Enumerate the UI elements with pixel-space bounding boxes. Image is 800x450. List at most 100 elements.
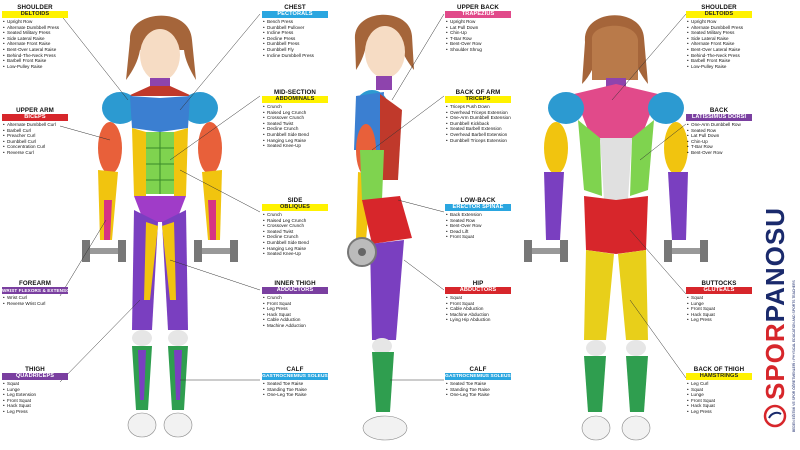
inner-thigh-adductors-label: INNER THIGH ADDUCTORS Crunch Front Squat… — [262, 280, 328, 329]
muscle-tag: OBLIQUES — [262, 204, 328, 211]
label-title: INNER THIGH — [274, 280, 316, 287]
label-title: SHOULDER — [17, 4, 53, 11]
back-figure — [524, 15, 708, 441]
exercise-item: One-Arm Dumbbell Row — [686, 122, 752, 128]
label-title: LOW-BACK — [460, 197, 496, 204]
exercise-item: Front Squat — [262, 301, 328, 307]
exercise-list: Crunch Front Squat Leg Press Hack Squat … — [262, 295, 328, 329]
exercise-item: Front Squat — [686, 398, 752, 404]
exercise-item: Barbell Curl — [2, 128, 68, 134]
exercise-list: Upright Row Alternate Dumbbell Press Sea… — [686, 19, 752, 69]
exercise-item: Seated Knee-Up — [262, 251, 328, 257]
exercise-item: Reverse Wrist Curl — [2, 301, 68, 307]
exercise-item: Standing Toe Raise — [262, 387, 328, 393]
label-title: CALF — [286, 366, 304, 373]
label-title: HIP — [472, 280, 484, 287]
exercise-item: One-Leg Toe Raise — [445, 392, 511, 398]
hip-abductors-label: HIP ABDUCTORS Squat Front Squat Cable Ab… — [445, 280, 511, 323]
label-title: CHEST — [284, 4, 306, 11]
exercise-item: Seated Military Press — [686, 30, 752, 36]
exercise-item: Leg Press — [2, 409, 68, 415]
muscle-tag: HAMSTRINGS — [686, 373, 752, 380]
exercise-item: Decline Crunch — [262, 126, 328, 132]
label-title: BACK OF THIGH — [693, 366, 745, 373]
muscle-tag: BICEPS — [2, 114, 68, 121]
exercise-item: Barbell Front Raise — [2, 58, 68, 64]
exercise-item: Shoulder Shrug — [445, 47, 511, 53]
low-back-erector-spinae-label: LOW-BACK ERECTOR SPINAE Back Extension S… — [445, 197, 511, 240]
exercise-item: Upright Row — [445, 19, 511, 25]
exercise-item: Seated Barbell Extension — [445, 126, 511, 132]
label-title: SIDE — [287, 197, 303, 204]
exercise-item: Upright Row — [2, 19, 68, 25]
upper-arm-biceps-label: UPPER ARM BICEPS Alternate Dumbbell Curl… — [2, 107, 68, 156]
leader-lines — [59, 13, 687, 383]
exercise-item: Crossover Crunch — [262, 115, 328, 121]
exercise-list: Crunch Raised Leg Crunch Crossover Crunc… — [262, 104, 328, 149]
exercise-item: Overhead Barbell Extension — [445, 132, 511, 138]
exercise-item: Bent-Over Row — [686, 150, 752, 156]
muscle-tag: TRICEPS — [445, 96, 511, 103]
exercise-item: Dumbbell Kickback — [445, 121, 511, 127]
muscle-tag: TRAPEZIUS — [445, 11, 511, 18]
muscle-tag: ADDUCTORS — [262, 287, 328, 294]
exercise-item: Squat — [686, 295, 752, 301]
exercise-item: Raised Leg Crunch — [262, 218, 328, 224]
exercise-item: Reverse Curl — [2, 150, 68, 156]
exercise-item: Side Lateral Raise — [686, 36, 752, 42]
brand-logo-icon — [763, 404, 787, 428]
exercise-item: Dumbbell Side Bend — [262, 132, 328, 138]
exercise-item: T-Bar Row — [445, 36, 511, 42]
side-figure — [347, 14, 414, 441]
exercise-item: Dead Lift — [445, 229, 511, 235]
exercise-item: Concentration Curl — [2, 144, 68, 150]
exercise-item: Dumbbell Curl — [2, 139, 68, 145]
chest-pectorals-label: CHEST PECTORALS Bench Press Dumbbell Pul… — [262, 4, 328, 58]
shoulder-deltoids-label-front: SHOULDER DELTOIDS Upright Row Alternate … — [2, 4, 68, 69]
exercise-item: Squat — [445, 295, 511, 301]
exercise-list: Wrist Curl Reverse Wrist Curl — [2, 295, 68, 306]
exercise-item: Seated Twist — [262, 121, 328, 127]
exercise-item: Crunch — [262, 104, 328, 110]
calf-label-front: CALF GASTROCNEMIUS SOLEUS Seated Toe Rai… — [262, 366, 328, 398]
label-title: CALF — [469, 366, 487, 373]
exercise-list: Crunch Raised Leg Crunch Crossover Crunc… — [262, 212, 328, 257]
exercise-item: Leg Press — [262, 306, 328, 312]
exercise-item: One-Arm Dumbbell Extension — [445, 115, 511, 121]
muscle-tag: DELTOIDS — [686, 11, 752, 18]
exercise-item: Leg Curl — [686, 381, 752, 387]
exercise-item: Dumbbell Fly — [262, 47, 328, 53]
exercise-item: Crunch — [262, 212, 328, 218]
back-latissimus-dorsi-label: BACK LATISSIMUS DORSI One-Arm Dumbbell R… — [686, 107, 752, 156]
exercise-item: Wrist Curl — [2, 295, 68, 301]
muscle-tag: ABDUCTORS — [445, 287, 511, 294]
exercise-item: Hack Squat — [686, 403, 752, 409]
exercise-item: Alternate Front Raise — [2, 41, 68, 47]
exercise-list: Leg Curl Squat Lunge Front Squat Hack Sq… — [686, 381, 752, 415]
brand-name-part1: SPOR — [760, 322, 790, 400]
exercise-item: Crunch — [262, 295, 328, 301]
exercise-list: Alternate Dumbbell Curl Barbell Curl Pre… — [2, 122, 68, 156]
exercise-item: Raised Leg Crunch — [262, 110, 328, 116]
brand-name-part2: PANOSU — [760, 207, 790, 323]
exercise-item: Low-Pulley Raise — [686, 64, 752, 70]
exercise-item: Bent-Over Row — [445, 41, 511, 47]
exercise-item: Bench Press — [262, 19, 328, 25]
exercise-item: Seated Toe Raise — [262, 381, 328, 387]
exercise-list: Upright Row Alternate Dumbbell Press Sea… — [2, 19, 68, 69]
exercise-item: Hanging Leg Raise — [262, 246, 328, 252]
exercise-item: Decline Crunch — [262, 234, 328, 240]
exercise-item: Seated Toe Raise — [445, 381, 511, 387]
back-of-thigh-hamstrings-label: BACK OF THIGH HAMSTRINGS Leg Curl Squat … — [686, 366, 752, 415]
exercise-item: Lying Hip Abduction — [445, 317, 511, 323]
exercise-item: Lat Pull Down — [445, 25, 511, 31]
exercise-item: Chin-Up — [445, 30, 511, 36]
buttocks-gluteals-label: BUTTOCKS GLUTEALS Squat Lunge Front Squa… — [686, 280, 752, 323]
muscle-tag: DELTOIDS — [2, 11, 68, 18]
exercise-item: Behind-The-Neck Press — [686, 53, 752, 59]
calf-label-back: CALF GASTROCNEMIUS SOLEUS Seated Toe Rai… — [445, 366, 511, 398]
exercise-list: Back Extension Seated Row Bent-Over Row … — [445, 212, 511, 240]
label-title: BACK OF ARM — [455, 89, 501, 96]
exercise-item: Hack Squat — [686, 312, 752, 318]
